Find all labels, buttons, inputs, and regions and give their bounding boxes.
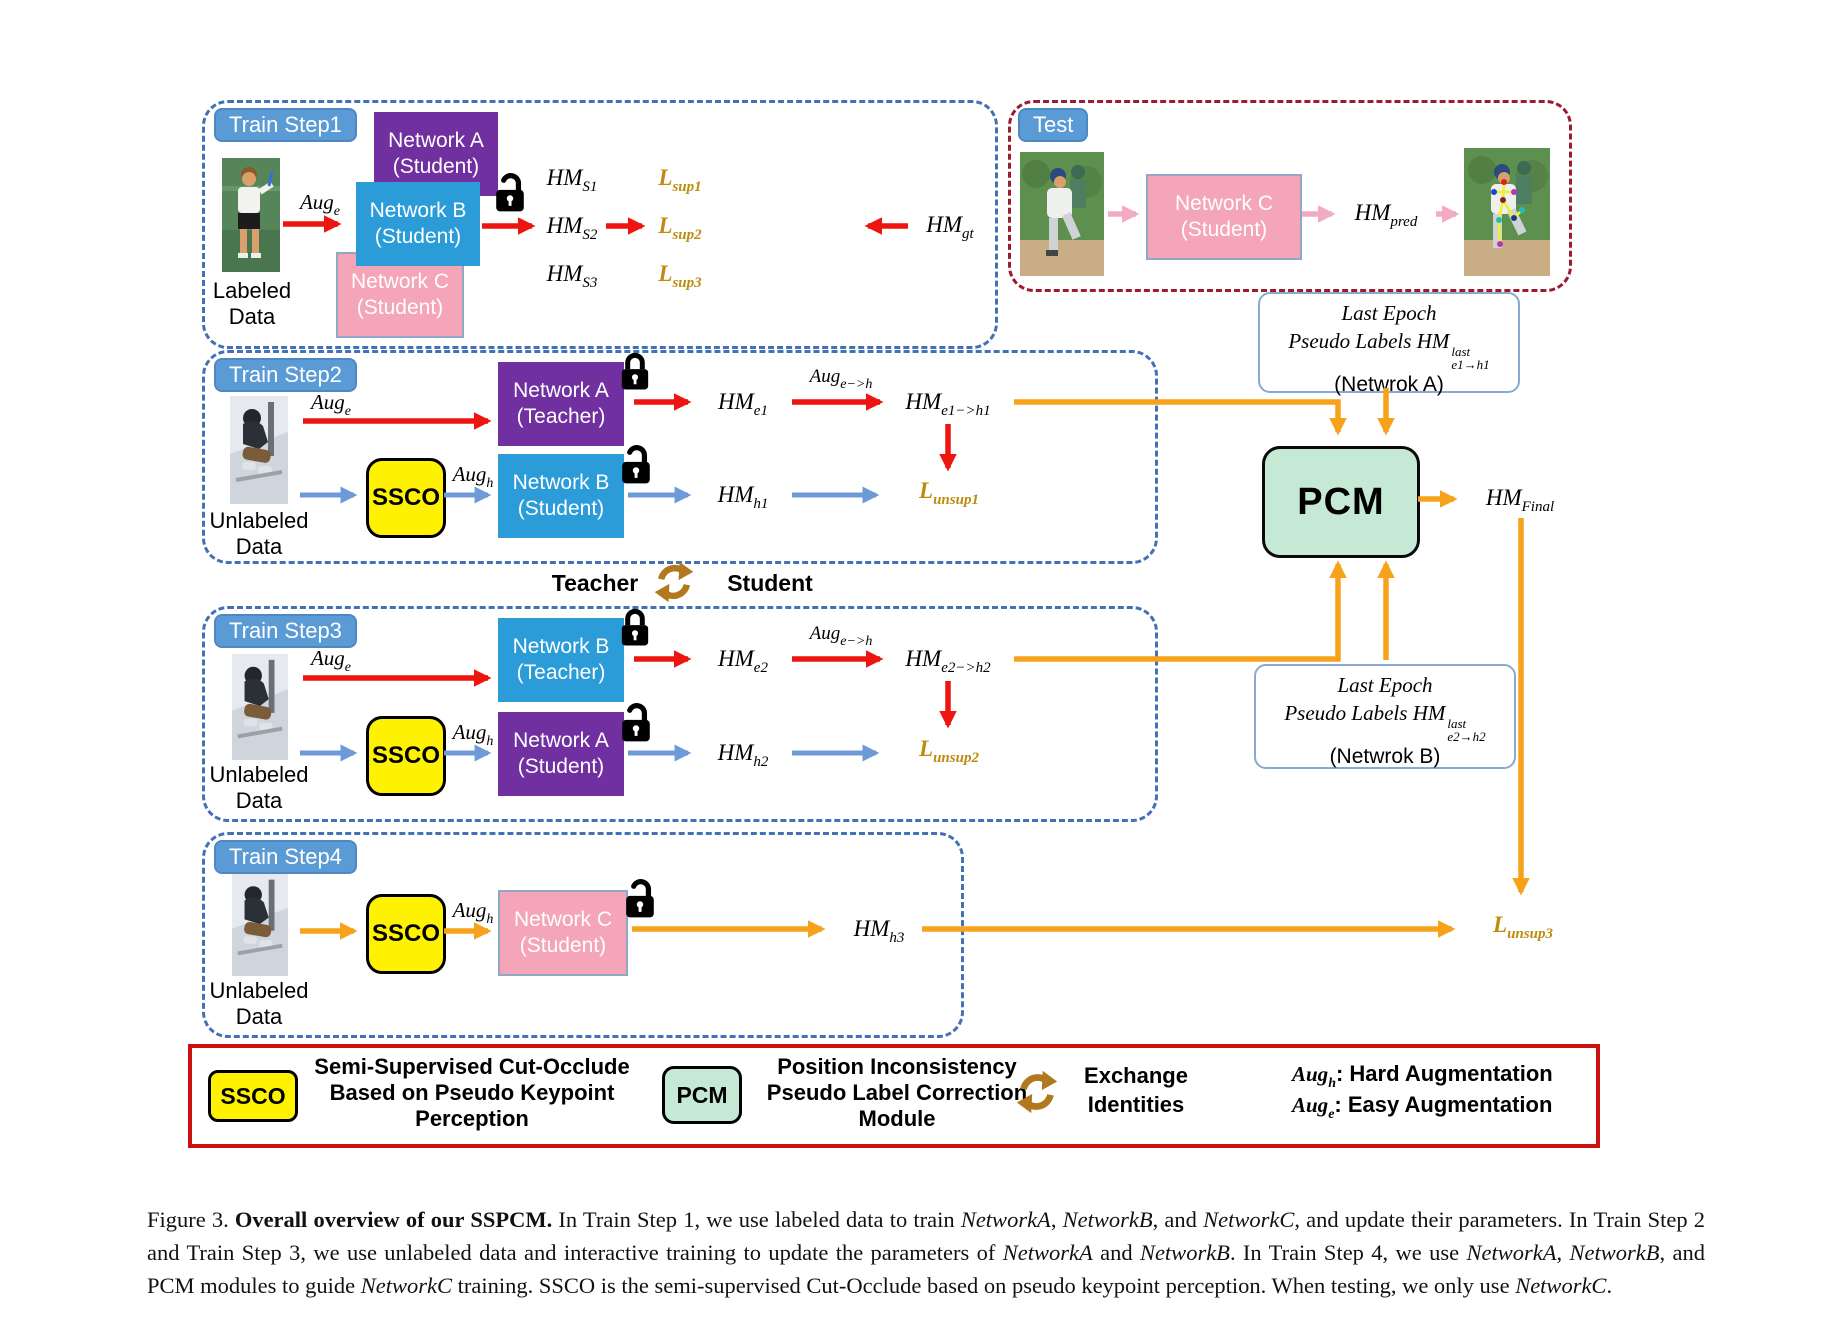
test-panel	[1008, 100, 1572, 292]
l-unsup1-label: Lunsup1	[919, 478, 979, 508]
network-c-student-box-step4: Network C(Student)	[498, 890, 628, 976]
hm-s3-label: HMS3	[546, 261, 598, 291]
aug-h-label-step3: Augh	[452, 720, 494, 749]
hm-e1h1-label: HMe1−>h1	[905, 389, 991, 419]
aug-e-label-step2: Auge	[310, 390, 352, 419]
hm-e2h2-label: HMe2−>h2	[905, 646, 991, 676]
train-step3-badge: Train Step3	[214, 614, 357, 648]
hm-final-label: HMFinal	[1485, 485, 1555, 515]
legend-exchange-icon	[1014, 1069, 1060, 1115]
legend-pcm-text: Position Inconsistency Pseudo Label Corr…	[766, 1054, 1028, 1131]
aug-h-label-step4: Augh	[452, 898, 494, 927]
unlabeled-data-caption-step3: Unlabeled Data	[209, 762, 309, 813]
ssco-box-step4: SSCO	[366, 894, 446, 974]
legend-ssco-text: Semi-Supervised Cut-Occlude Based on Pse…	[314, 1054, 630, 1131]
labeled-data-photo	[222, 158, 280, 272]
legend-ssco-chip: SSCO	[208, 1070, 298, 1122]
train-step1-panel	[202, 100, 998, 349]
l-sup2-label: Lsup2	[658, 213, 702, 243]
open-lock-icon-step3-student	[616, 700, 656, 746]
labeled-data-caption: Labeled Data	[212, 278, 292, 329]
aug-e-label-step3: Auge	[310, 646, 352, 675]
network-b-student-box-step1: Network B(Student)	[356, 182, 480, 266]
train-step2-badge: Train Step2	[214, 358, 357, 392]
unlabeled-data-caption-step4: Unlabeled Data	[209, 978, 309, 1029]
hm-h1-label: HMh1	[717, 482, 769, 512]
hm-h2-label: HMh2	[717, 740, 769, 770]
train-step4-badge: Train Step4	[214, 840, 357, 874]
l-sup3-label: Lsup3	[658, 261, 702, 291]
l-unsup2-label: Lunsup2	[919, 736, 979, 766]
hm-pred-label: HMpred	[1354, 200, 1418, 230]
legend-panel: SSCO Semi-Supervised Cut-Occlude Based o…	[188, 1044, 1600, 1148]
legend-aug-h-entry: Augh: Hard Augmentation	[1292, 1061, 1553, 1091]
unlabeled-data-photo-step2	[230, 396, 288, 504]
aug-eh-label-step3: Auge−>h	[809, 623, 873, 649]
aug-eh-label-step2: Auge−>h	[809, 366, 873, 392]
network-a-teacher-box-step2: Network A(Teacher)	[498, 362, 624, 446]
unlabeled-data-photo-step3	[232, 654, 288, 760]
legend-exchange-text: Exchange Identities	[1084, 1063, 1188, 1117]
hm-e2-label: HMe2	[718, 646, 768, 676]
hm-h3-label: HMh3	[853, 916, 905, 946]
closed-lock-icon-step2-teacher	[616, 350, 654, 394]
network-a-student-box-step3: Network A(Student)	[498, 712, 624, 796]
figure-caption: Figure 3.Overall overview of our SSPCM. …	[147, 1206, 1706, 1298]
legend-pcm-chip: PCM	[662, 1066, 742, 1124]
open-lock-icon-step1	[490, 170, 530, 216]
unlabeled-data-caption-step2: Unlabeled Data	[209, 508, 309, 559]
hm-s1-label: HMS1	[546, 165, 598, 195]
open-lock-icon-step2-student	[616, 442, 656, 488]
train-step3-panel	[202, 606, 1158, 822]
train-step4-panel	[202, 832, 964, 1038]
test-output-pose-photo	[1464, 148, 1550, 276]
network-b-teacher-box-step3: Network B(Teacher)	[498, 618, 624, 702]
ssco-box-step2: SSCO	[366, 458, 446, 538]
test-input-photo	[1020, 152, 1104, 276]
open-lock-icon-step4	[620, 876, 660, 922]
l-sup1-label: Lsup1	[658, 165, 702, 195]
network-b-student-box-step2: Network B(Student)	[498, 454, 624, 538]
unlabeled-data-photo-step4	[232, 874, 288, 976]
exchange-teacher-label: Teacher	[551, 570, 639, 596]
closed-lock-icon-step3-teacher	[616, 606, 654, 650]
ssco-box-step3: SSCO	[366, 716, 446, 796]
pcm-module-box: PCM	[1262, 446, 1420, 558]
network-c-student-box-test: Network C(Student)	[1146, 174, 1302, 260]
exchange-student-label: Student	[727, 570, 813, 596]
exchange-identities-icon	[652, 560, 696, 604]
train-step1-badge: Train Step1	[214, 108, 357, 142]
aug-e-label-step1: Auge	[299, 190, 341, 219]
legend-aug-e-entry: Auge: Easy Augmentation	[1292, 1092, 1553, 1122]
l-unsup3-label: Lunsup3	[1493, 912, 1553, 942]
hm-gt-label: HMgt	[926, 212, 974, 242]
test-badge: Test	[1018, 108, 1089, 142]
hm-s2-label: HMS2	[546, 213, 598, 243]
hm-e1-label: HMe1	[718, 389, 768, 419]
aug-h-label-step2: Augh	[452, 462, 494, 491]
